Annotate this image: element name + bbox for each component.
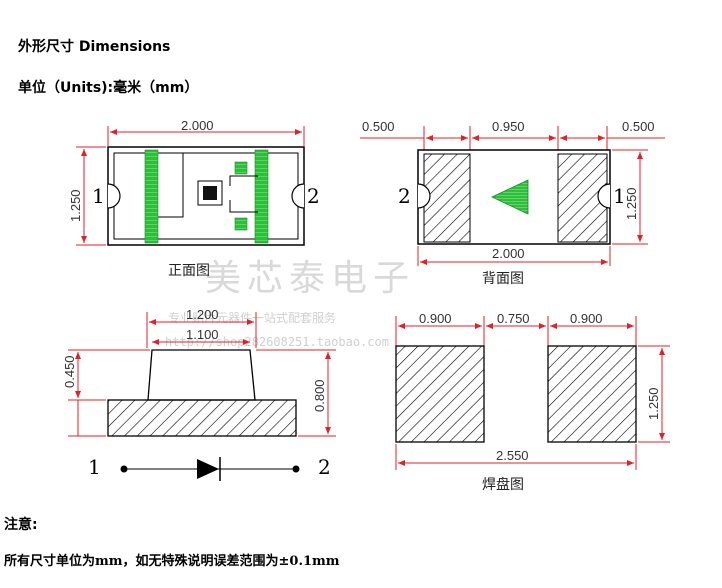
note-body: 所有尺寸单位为mm，如无特殊说明误差范围为±0.1mm bbox=[4, 554, 340, 569]
front-pin-1-label: 1 bbox=[92, 184, 105, 208]
watermark-url: http://shop282608251.taobao.com bbox=[165, 335, 389, 349]
pad-gap-label: 0.750 bbox=[497, 311, 530, 326]
side-total-height-label: 0.800 bbox=[312, 379, 327, 412]
back-width-label: 2.000 bbox=[492, 246, 525, 261]
back-pad-right-label: 0.500 bbox=[622, 119, 655, 134]
symbol-pin-1-label: 1 bbox=[88, 455, 101, 479]
front-view: 2.000 1.250 1 2 正面图 bbox=[68, 118, 320, 279]
back-pin-2-label: 2 bbox=[398, 184, 411, 208]
side-lens-height-label: 0.450 bbox=[62, 355, 77, 388]
dimensions-heading: 外形尺寸 Dimensions bbox=[18, 39, 171, 55]
back-view: 0.500 0.950 0.500 1.250 2.000 2 1 背面图 bbox=[360, 119, 665, 287]
back-height-label: 1.250 bbox=[624, 187, 639, 220]
pad-layout: 0.900 0.750 0.900 1.250 2.550 焊盘图 bbox=[395, 311, 670, 493]
back-view-caption: 背面图 bbox=[482, 271, 524, 287]
front-width-label: 2.000 bbox=[181, 118, 214, 133]
pad-total-width-label: 2.550 bbox=[496, 448, 529, 463]
watermark-text: 美芯泰电子 bbox=[205, 258, 415, 299]
back-pin-1-label: 1 bbox=[613, 184, 626, 208]
symbol-pin-2-label: 2 bbox=[318, 455, 331, 479]
pad-height-label: 1.250 bbox=[646, 387, 661, 420]
note-title: 注意: bbox=[4, 517, 38, 533]
units-heading: 单位（Units):毫米（mm） bbox=[18, 80, 199, 96]
front-pin-2-label: 2 bbox=[307, 184, 320, 208]
pad-right-width-label: 0.900 bbox=[570, 311, 603, 326]
back-gap-label: 0.950 bbox=[492, 119, 525, 134]
front-height-label: 1.250 bbox=[68, 189, 83, 222]
pad-layout-caption: 焊盘图 bbox=[482, 476, 524, 493]
front-view-caption: 正面图 bbox=[168, 263, 210, 279]
side-view: 1.200 1.100 0.450 0.800 bbox=[62, 307, 336, 437]
side-top-width-label: 1.200 bbox=[186, 307, 219, 322]
pad-left-width-label: 0.900 bbox=[419, 311, 452, 326]
back-pad-left-label: 0.500 bbox=[362, 119, 395, 134]
diode-symbol: 1 2 bbox=[88, 455, 331, 481]
side-inner-width-label: 1.100 bbox=[186, 327, 219, 342]
